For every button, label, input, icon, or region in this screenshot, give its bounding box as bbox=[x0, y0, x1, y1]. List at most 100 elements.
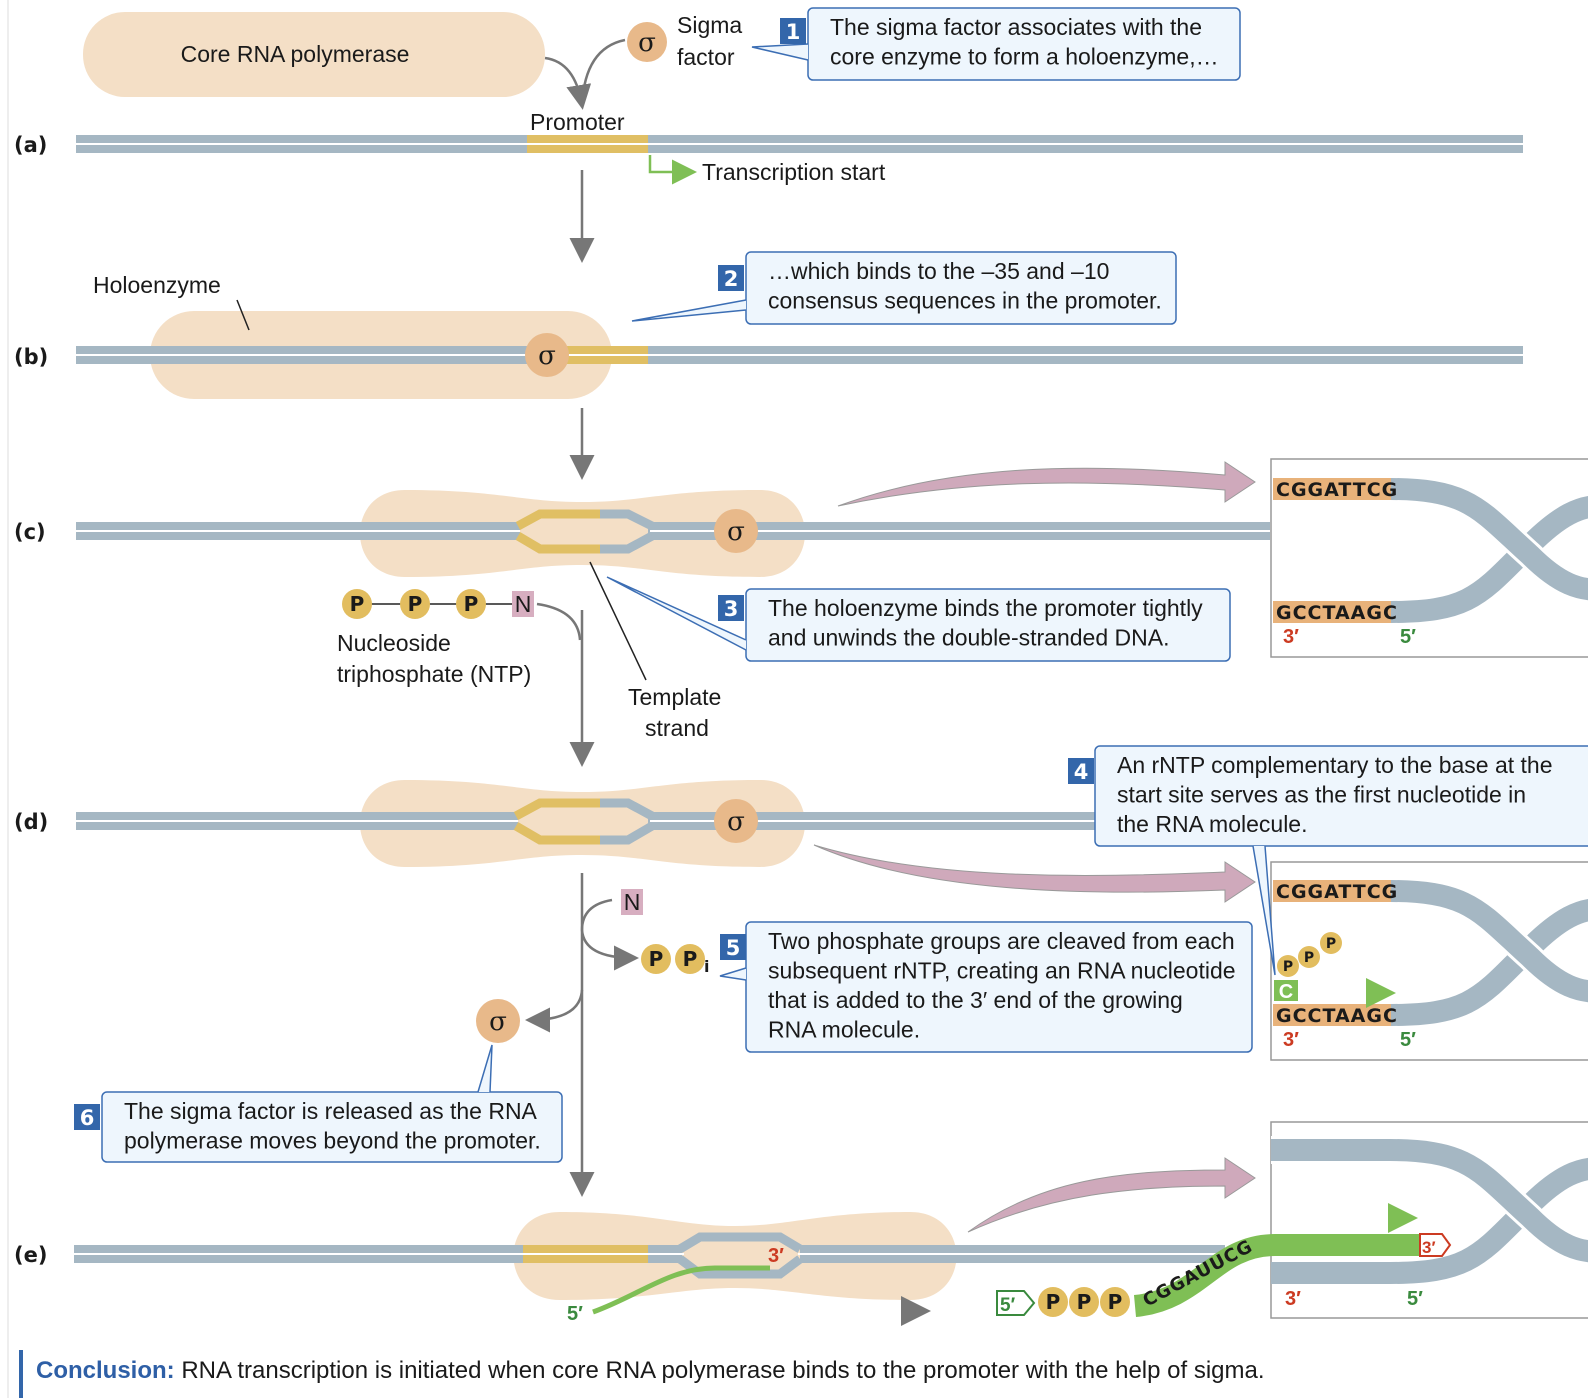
rna-triphosphate: P P P bbox=[1038, 1287, 1130, 1317]
sigma-factor bbox=[714, 509, 758, 553]
step-number-badge bbox=[720, 934, 746, 960]
step-box bbox=[745, 588, 1231, 662]
top-strand-sequence: CGGATTCG bbox=[1276, 881, 1398, 903]
dna-inset-d: CGGATTCG GCCTAAGC C P P P 3′ 5′ bbox=[1270, 861, 1588, 1061]
svg-text:5′: 5′ bbox=[1400, 1029, 1416, 1051]
phosphate-circle bbox=[342, 589, 372, 619]
svg-text:P: P bbox=[1283, 959, 1293, 975]
step-pointer bbox=[719, 967, 747, 981]
step-text-line: start site serves as the first nucleotid… bbox=[1117, 782, 1526, 808]
svg-text:P: P bbox=[683, 947, 698, 971]
sigma-factor bbox=[714, 799, 758, 843]
svg-text:P: P bbox=[1077, 1290, 1092, 1314]
sigma-symbol: σ bbox=[538, 341, 556, 371]
svg-text:P: P bbox=[350, 592, 365, 616]
step-pointer bbox=[477, 1044, 493, 1093]
step-callout-5: 5 Two phosphate groups are cleaved from e… bbox=[719, 921, 1253, 1053]
svg-text:3′: 3′ bbox=[1283, 626, 1299, 648]
holoenzyme-label: Holoenzyme bbox=[93, 272, 221, 298]
promoter-label: Promoter bbox=[530, 109, 625, 135]
svg-text:P: P bbox=[1304, 950, 1314, 966]
phosphate-circle bbox=[456, 589, 486, 619]
transcription-start-arrow bbox=[648, 155, 697, 185]
conclusion-text: RNA transcription is initiated when core… bbox=[175, 1357, 1265, 1384]
panel-label-a: (a) bbox=[14, 133, 47, 157]
nucleoside-label: N bbox=[624, 889, 641, 915]
svg-text:P: P bbox=[1046, 1290, 1061, 1314]
svg-text:P: P bbox=[464, 592, 479, 616]
holoenzyme-open-complex bbox=[360, 490, 805, 577]
rna-transcript-band bbox=[1133, 1234, 1420, 1317]
step-box bbox=[745, 921, 1253, 1053]
sigma-symbol: σ bbox=[727, 517, 745, 547]
step-text-line: polymerase moves beyond the promoter. bbox=[124, 1128, 541, 1154]
step-text-line: consensus sequences in the promoter. bbox=[768, 288, 1162, 314]
core-rna-polymerase bbox=[83, 12, 545, 97]
step-callout-2: 2…which binds to the –35 and –10consensu… bbox=[631, 251, 1177, 325]
ntp-label-line2: triphosphate (NTP) bbox=[337, 661, 531, 687]
svg-text:P: P bbox=[1326, 936, 1336, 952]
step-number: 1 bbox=[786, 20, 801, 44]
sigma-label-line1: Sigma bbox=[677, 12, 742, 38]
step-text-line: Two phosphate groups are cleaved from ea… bbox=[768, 928, 1235, 954]
ntp-entry-arrow bbox=[536, 602, 582, 641]
bottom-strand-sequence: GCCTAAGC bbox=[1276, 602, 1398, 624]
core-polymerase-label: Core RNA polymerase bbox=[181, 41, 410, 67]
step-text-line: the RNA molecule. bbox=[1117, 811, 1307, 837]
step-text-line: RNA molecule. bbox=[768, 1017, 920, 1043]
step-number: 5 bbox=[726, 936, 741, 960]
step-number: 4 bbox=[1074, 760, 1089, 784]
ntp-label-line1: Nucleoside bbox=[337, 630, 451, 656]
rna-3prime-text: 3′ bbox=[1422, 1238, 1436, 1257]
conclusion-label: Conclusion: bbox=[36, 1357, 175, 1384]
step-number-badge bbox=[780, 18, 806, 44]
rna-3prime-tag bbox=[1419, 1233, 1452, 1257]
sigma-factor bbox=[525, 333, 569, 377]
step-pointer bbox=[751, 43, 809, 61]
conclusion-bar bbox=[19, 1350, 23, 1398]
svg-text:i: i bbox=[704, 957, 709, 976]
sigma-factor bbox=[627, 22, 667, 62]
join-arrow-sigma bbox=[580, 38, 626, 106]
holoenzyme-open-complex bbox=[360, 780, 805, 867]
sigma-symbol: σ bbox=[489, 1007, 507, 1037]
svg-text:5′: 5′ bbox=[1407, 1288, 1423, 1310]
sigma-symbol: σ bbox=[638, 28, 656, 58]
step-number: 3 bbox=[724, 597, 739, 621]
dna-inset-e: 3′ 5′ bbox=[1270, 1121, 1588, 1319]
panel-label-e: (e) bbox=[14, 1243, 47, 1267]
join-arrow-core bbox=[544, 56, 592, 110]
step-text-line: The sigma factor is released as the RNA bbox=[124, 1098, 538, 1124]
pyrophosphate: P P i bbox=[641, 944, 709, 976]
bottom-strand-sequence: GCCTAAGC bbox=[1276, 1005, 1398, 1027]
zoom-arrow bbox=[813, 844, 1256, 903]
step-text-line: …which binds to the –35 and –10 bbox=[768, 258, 1109, 284]
transcription-start-label: Transcription start bbox=[702, 159, 886, 185]
panel-label-c: (c) bbox=[14, 520, 46, 544]
holoenzyme-pointer bbox=[236, 299, 250, 331]
step-box bbox=[745, 251, 1177, 325]
step-pointer bbox=[631, 299, 747, 322]
template-strand-pointer bbox=[589, 561, 647, 681]
step-text-line: and unwinds the double-stranded DNA. bbox=[768, 625, 1169, 651]
step-number-badge bbox=[1068, 758, 1094, 784]
step-text-line: core enzyme to form a holoenzyme,… bbox=[830, 44, 1219, 70]
elongating-polymerase bbox=[513, 1212, 957, 1300]
template-label-line1: Template bbox=[628, 684, 721, 710]
svg-text:3′: 3′ bbox=[1285, 1288, 1301, 1310]
step-number-badge bbox=[74, 1104, 100, 1130]
dna-e bbox=[74, 1232, 1225, 1279]
conclusion: Conclusion: RNA transcription is initiat… bbox=[36, 1357, 1265, 1384]
nucleoside-box bbox=[621, 889, 643, 915]
svg-text:3′: 3′ bbox=[1283, 1029, 1299, 1051]
step-text-line: An rNTP complementary to the base at the bbox=[1117, 752, 1553, 778]
ntp: P P P N bbox=[342, 589, 534, 619]
step-number-badge bbox=[718, 595, 744, 621]
svg-text:N: N bbox=[515, 591, 532, 617]
zoom-arrow bbox=[837, 461, 1256, 507]
step-text-line: subsequent rNTP, creating an RNA nucleot… bbox=[768, 958, 1236, 984]
